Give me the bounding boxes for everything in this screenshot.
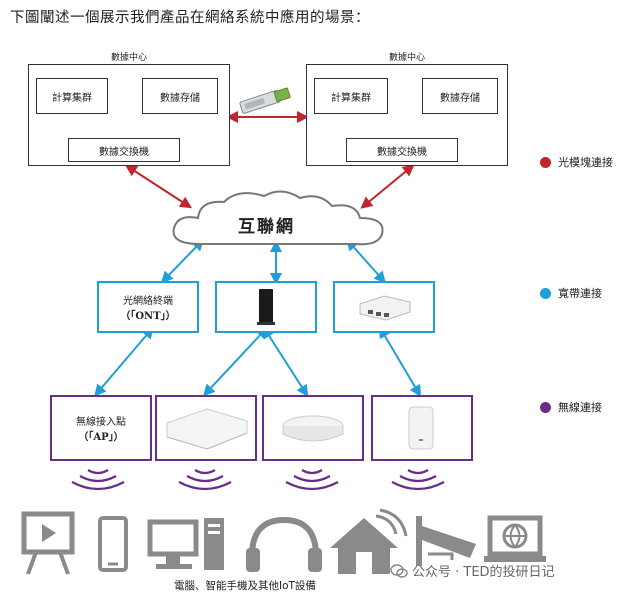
data-switch: 數據交換機 [346, 138, 458, 162]
data-storage: 數據存儲 [142, 78, 218, 114]
ap-label: 無線接入點 [76, 417, 126, 428]
blue-dot-icon [540, 287, 551, 299]
internet-cloud [172, 190, 384, 246]
datacenter-title: 數據中心 [388, 53, 425, 63]
broadband-link [378, 325, 422, 398]
legend-label: 無線連接 [558, 401, 602, 414]
data-storage: 數據存儲 [422, 78, 498, 114]
ap-box: 無線接入點 （「AP」） [50, 395, 152, 461]
data-switch: 數據交換機 [68, 138, 180, 162]
legend-wireless: 無線連接 [540, 399, 602, 415]
desktop-computer-icon [147, 518, 224, 570]
headphones-icon [246, 516, 322, 572]
broadband-link [160, 238, 205, 284]
optical-link [124, 164, 193, 209]
wifi-signal-icon [71, 469, 125, 491]
ont-abbrev: （「ONT」） [120, 311, 176, 322]
internet-label: 互聯網 [238, 217, 295, 237]
ont-box: 光網絡終端 （「ONT」） [97, 281, 199, 333]
intro-text: 下圖闡述一個展示我們產品在網絡系統中應用的場景： [10, 10, 370, 26]
end-devices-icons [21, 508, 546, 575]
ap-device-image [408, 406, 434, 450]
legend-optical: 光模塊連接 [540, 154, 613, 170]
broadband-link [94, 326, 154, 397]
ap-device-image [282, 415, 344, 442]
watermark-text: 公众号 · TED的投研日记 [412, 565, 555, 580]
devices-caption: 電腦、智能手機及其他IoT設備 [174, 580, 316, 592]
optical-module-image [239, 87, 291, 114]
legend-label: 光模塊連接 [558, 156, 613, 169]
ont-device-image [359, 295, 411, 321]
compute-cluster: 計算集群 [314, 78, 388, 114]
ont-device-box [333, 281, 435, 333]
broadband-link [346, 238, 386, 284]
presentation-icon [21, 511, 75, 575]
broadband-link [262, 325, 309, 398]
smartphone-icon [98, 516, 128, 572]
smart-home-icon [330, 508, 408, 574]
router-device-image [257, 289, 275, 325]
wireless-signal-icons [71, 469, 445, 491]
datacenter-title: 數據中心 [110, 53, 147, 63]
ont-label: 光網絡終端 [123, 296, 173, 307]
compute-cluster: 計算集群 [36, 78, 108, 114]
router-box [215, 281, 317, 333]
ap-device-box [155, 395, 257, 461]
ap-device-box [262, 395, 364, 461]
broadband-link [202, 326, 269, 397]
legend-label: 寬帶連接 [558, 287, 602, 300]
laptop-web-icon [484, 515, 546, 562]
watermark: 公众号 · TED的投研日记 [390, 561, 555, 580]
purple-dot-icon [540, 401, 551, 413]
legend-broadband: 寬帶連接 [540, 285, 602, 301]
ap-device-image [166, 408, 248, 450]
security-camera-icon [416, 516, 476, 566]
ap-abbrev: （「AP」） [78, 432, 124, 443]
wifi-signal-icon [178, 469, 232, 491]
wifi-signal-icon [391, 469, 445, 491]
ap-device-box [371, 395, 473, 461]
red-dot-icon [540, 156, 551, 168]
wifi-signal-icon [285, 469, 339, 491]
optical-link [360, 164, 415, 209]
wechat-icon [390, 563, 408, 578]
